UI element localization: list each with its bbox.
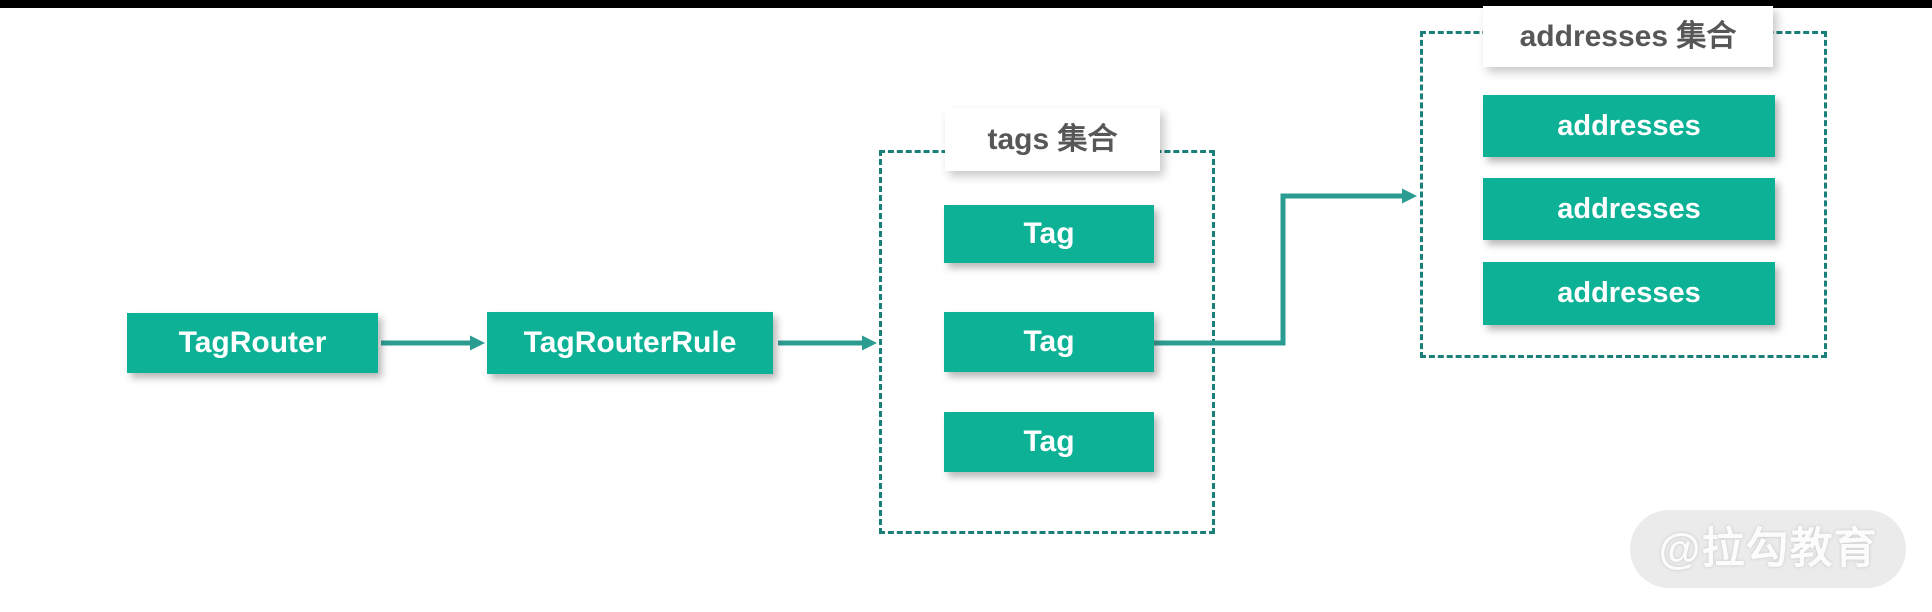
node-addresses-1: addresses xyxy=(1483,95,1775,157)
watermark-badge: @拉勾教育 xyxy=(1630,510,1906,588)
node-tagrouter: TagRouter xyxy=(127,313,378,373)
node-tag-1: Tag xyxy=(944,205,1154,263)
top-black-bar xyxy=(0,0,1932,8)
node-tag-2: Tag xyxy=(944,312,1154,372)
node-addresses-2: addresses xyxy=(1483,178,1775,240)
node-addresses-3: addresses xyxy=(1483,262,1775,325)
tags-group-label: tags 集合 xyxy=(945,108,1160,171)
node-tag-3: Tag xyxy=(944,412,1154,472)
addresses-group-label: addresses 集合 xyxy=(1483,6,1773,67)
node-tagrouterrule: TagRouterRule xyxy=(487,312,773,374)
